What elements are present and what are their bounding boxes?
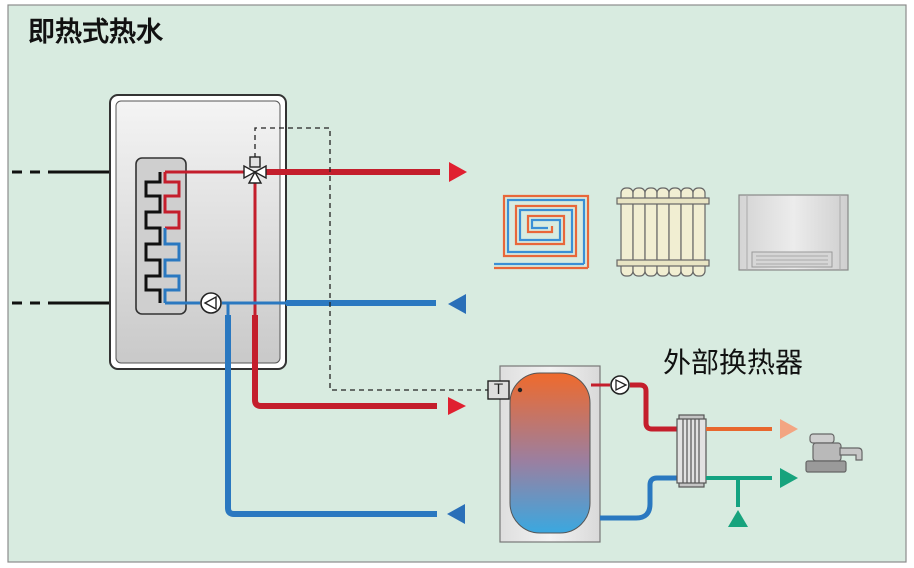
tank-return-arrow-icon [447,504,465,524]
cold-water-inlet-arrow-icon [728,510,748,527]
tank-supply-arrow-icon [448,397,466,415]
hx-primary-supply-pipe [630,382,680,432]
plate-heat-exchanger-icon [676,414,707,488]
heating-return-arrow-icon [448,294,466,314]
tank-supply-pipe [252,315,437,409]
heating-supply-arrow-icon [449,162,467,182]
control-signal-line [254,127,488,391]
internal-return-lines [165,301,286,315]
temperature-sensor-icon [487,380,510,400]
cold-water-arrow-icon [780,468,798,488]
sensor-probe-icon [517,387,523,393]
internal-heat-exchanger [135,157,187,315]
external-heat-exchanger-label: 外部换热器 [663,346,804,379]
hx-primary-return-pipe [600,475,680,521]
circulation-pump-icon [200,292,222,314]
internal-supply-lines [165,170,257,315]
tank-return-pipe [225,315,437,517]
three-way-valve-icon [243,156,267,184]
external-pump-icon [610,375,630,395]
hot-water-arrow-icon [780,419,798,439]
radiator-icon [616,187,710,277]
sensor-label: T [494,382,503,398]
floor-heating-coil-icon [494,194,590,270]
fan-coil-unit-icon [738,194,849,271]
faucet-icon [805,433,863,473]
diagram-title: 即热式热水 [28,17,163,48]
hot-water-tank-icon [499,365,601,543]
